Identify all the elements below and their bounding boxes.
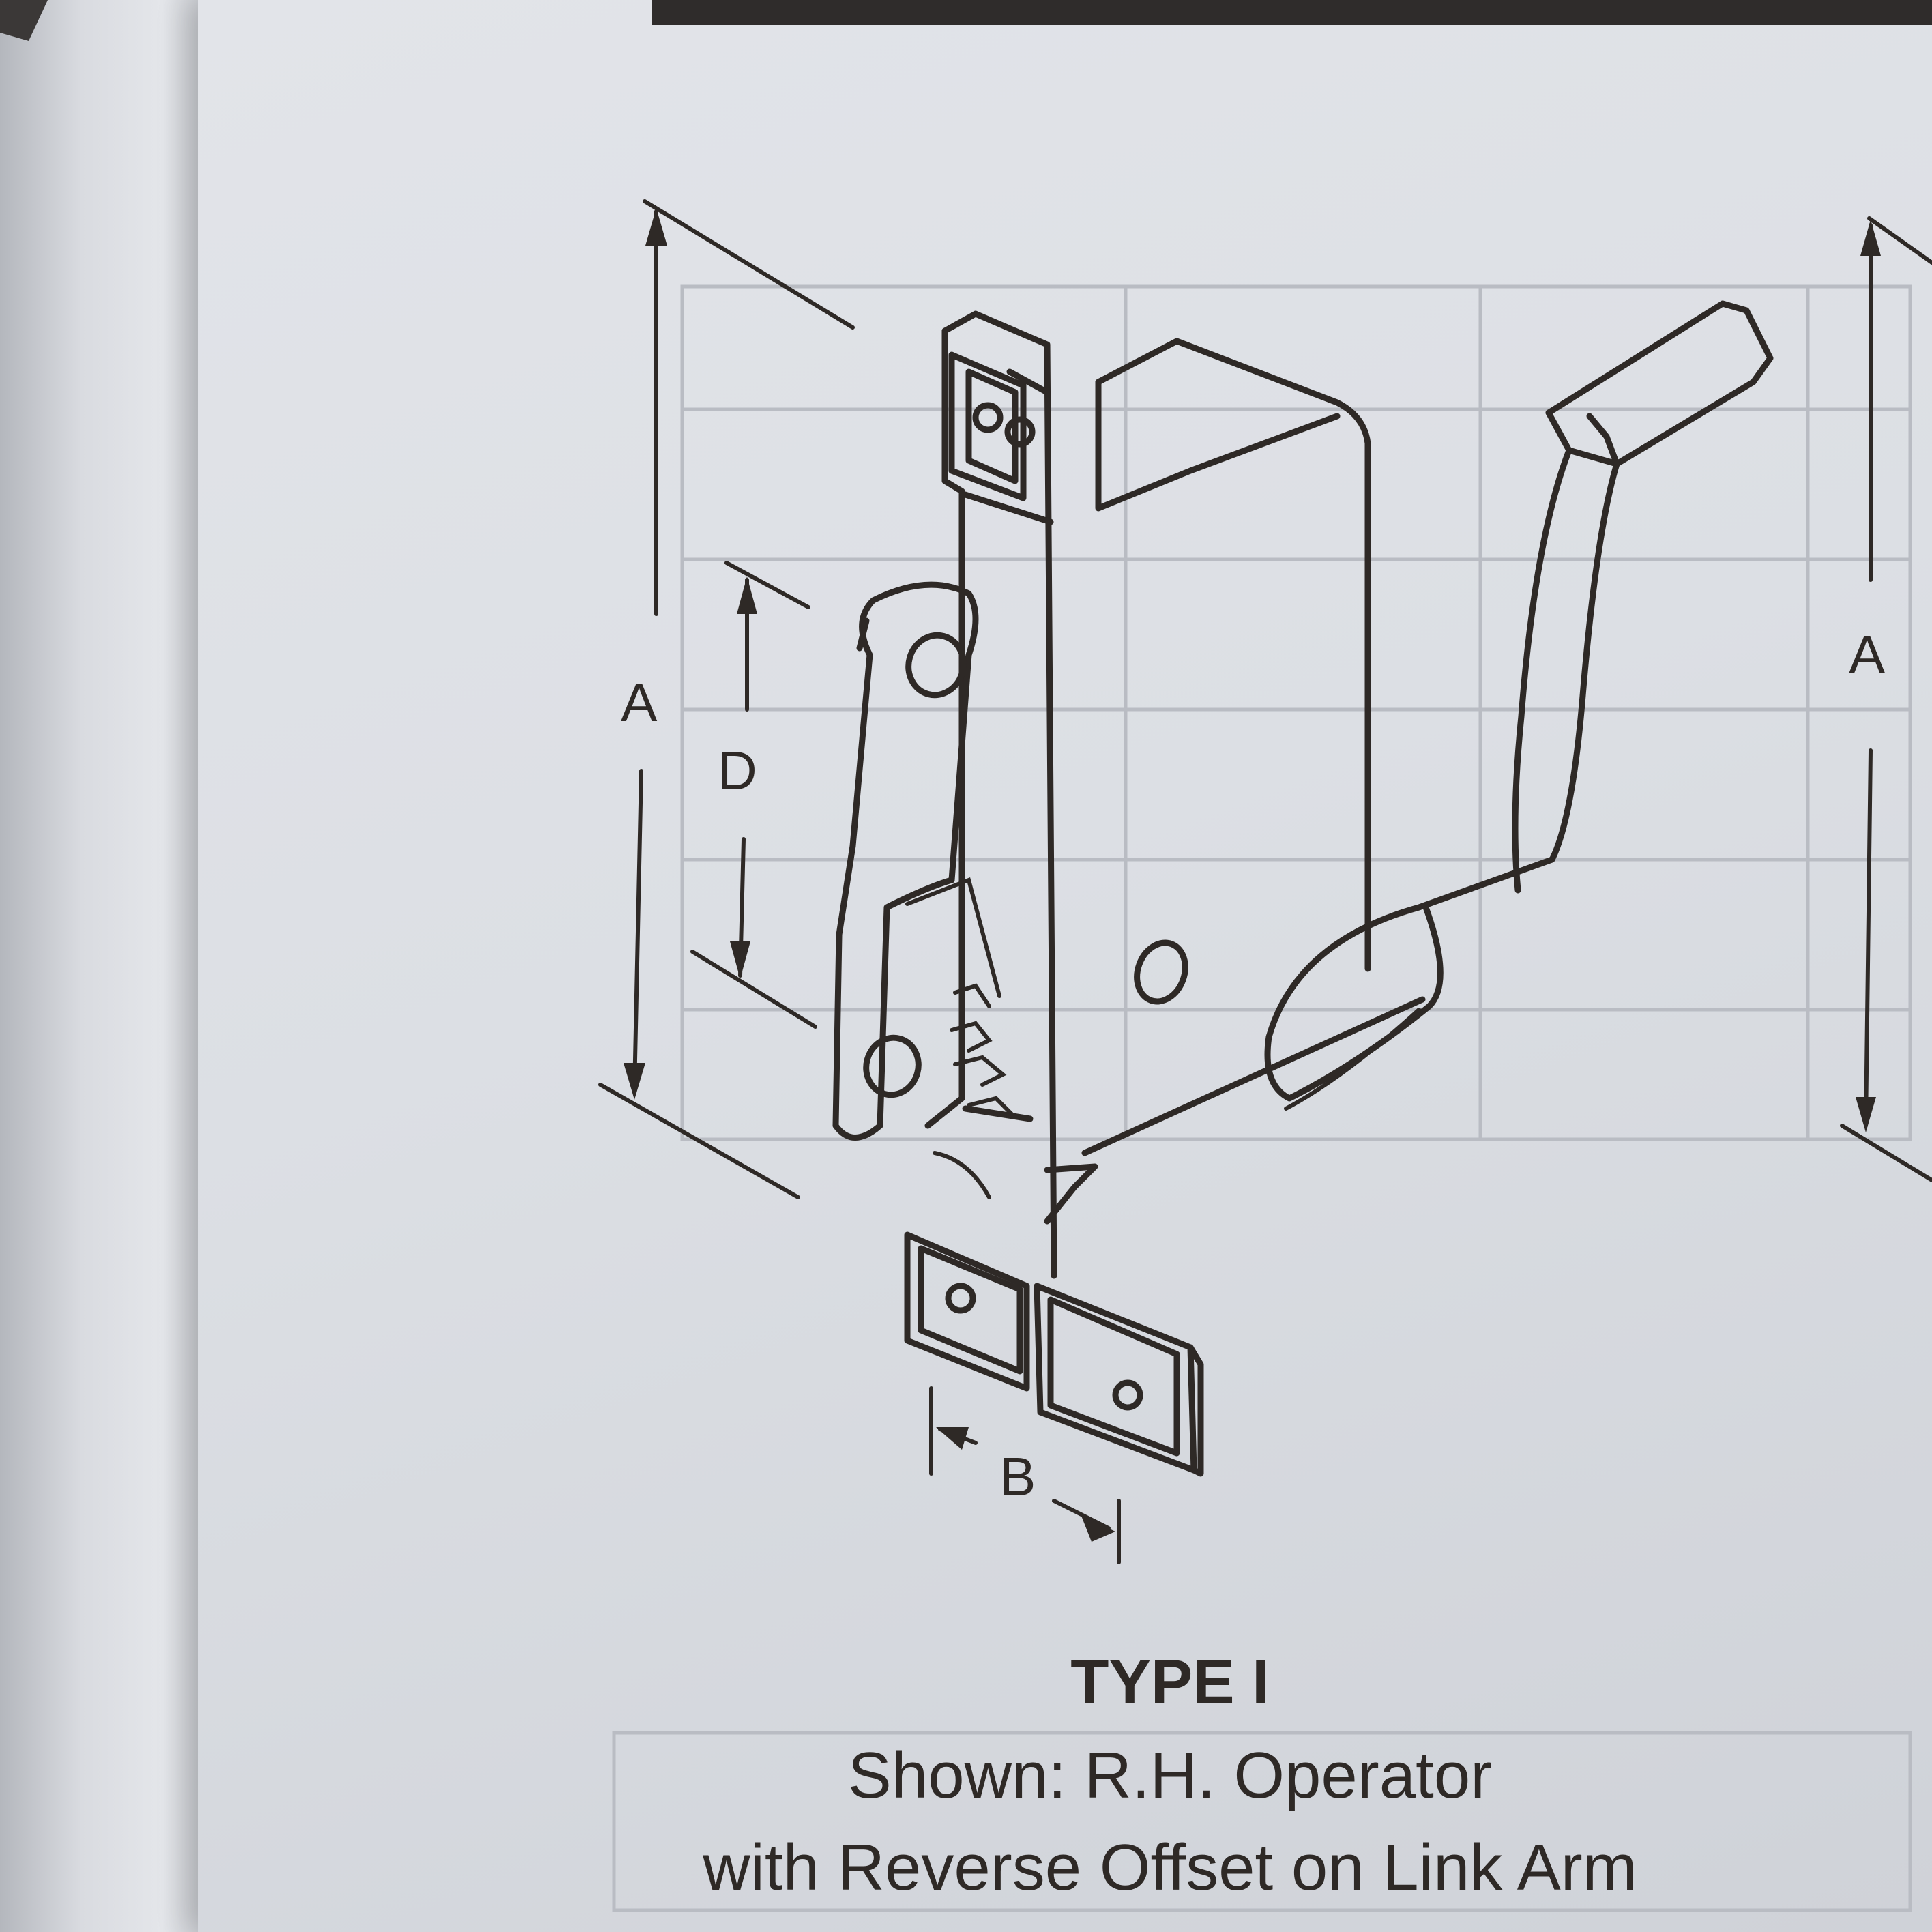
- operator-housing: [1044, 338, 1426, 1225]
- crank-handle: [1264, 300, 1774, 1111]
- facing-page-edge: [0, 0, 232, 1932]
- paper-sheet: [198, 0, 1932, 1932]
- show-through-table: [612, 284, 1912, 1912]
- figure-caption-line-1: Shown: R.H. Operator: [847, 1739, 1493, 1812]
- figure-title: TYPE I: [1070, 1648, 1270, 1717]
- dimension-d-label: D: [718, 740, 757, 801]
- header-rule: [652, 0, 1932, 25]
- dimension-a-label: A: [621, 672, 658, 733]
- dimension-a: [598, 199, 855, 1199]
- dimension-a-right-label: A: [1849, 624, 1886, 685]
- dimension-b: [929, 1386, 1121, 1564]
- mounting-frame: [904, 310, 1204, 1477]
- dimension-d: [690, 561, 817, 1029]
- link-arm: [832, 581, 1015, 1199]
- dimension-b-label: B: [999, 1446, 1036, 1507]
- dimension-a-right: [1840, 216, 1932, 1182]
- figure-caption-line-2: with Reverse Offset on Link Arm: [703, 1831, 1637, 1904]
